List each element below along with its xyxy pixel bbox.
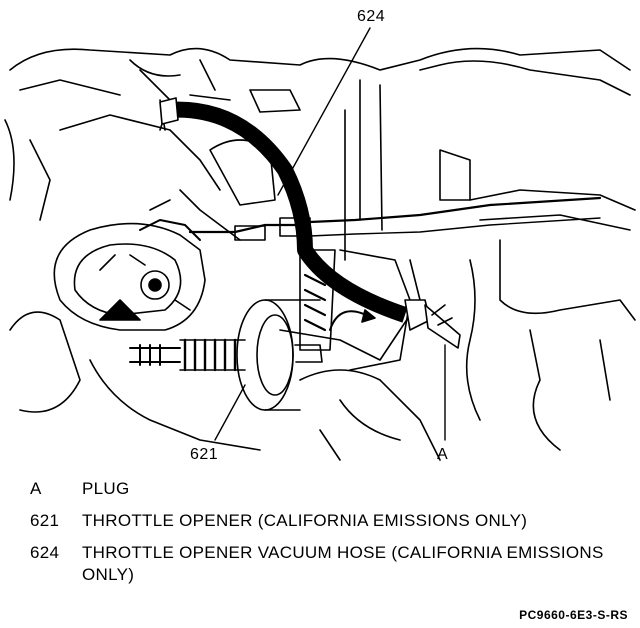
legend-description: THROTTLE OPENER (CALIFORNIA EMISSIONS ON… (82, 511, 528, 530)
engine-background-lines (4, 47, 636, 461)
legend-description: PLUG (82, 479, 130, 498)
callout-621: 621 (190, 446, 219, 463)
legend-row: 624 THROTTLE OPENER VACUUM HOSE (CALIFOR… (30, 542, 630, 586)
legend-row: A PLUG (30, 478, 630, 500)
throttle-opener-621 (129, 299, 323, 411)
throttle-cable (188, 196, 602, 241)
legend: A PLUG 621 THROTTLE OPENER (CALIFORNIA E… (30, 478, 630, 596)
vacuum-hose-624 (159, 97, 408, 323)
legend-key: 621 (30, 511, 60, 530)
engine-illustration (4, 27, 636, 461)
figure-id: PC9660-6E3-S-RS (519, 608, 628, 622)
legend-row: 621 THROTTLE OPENER (CALIFORNIA EMISSION… (30, 510, 630, 532)
legend-key: A (30, 479, 42, 498)
legend-description: THROTTLE OPENER VACUUM HOSE (CALIFORNIA … (82, 543, 604, 584)
callout-624: 624 (357, 8, 386, 25)
plug-a (404, 299, 461, 349)
leader-lines (214, 27, 446, 441)
callout-a: A (437, 446, 449, 463)
legend-key: 624 (30, 543, 60, 562)
pulley-bracket (53, 219, 206, 331)
